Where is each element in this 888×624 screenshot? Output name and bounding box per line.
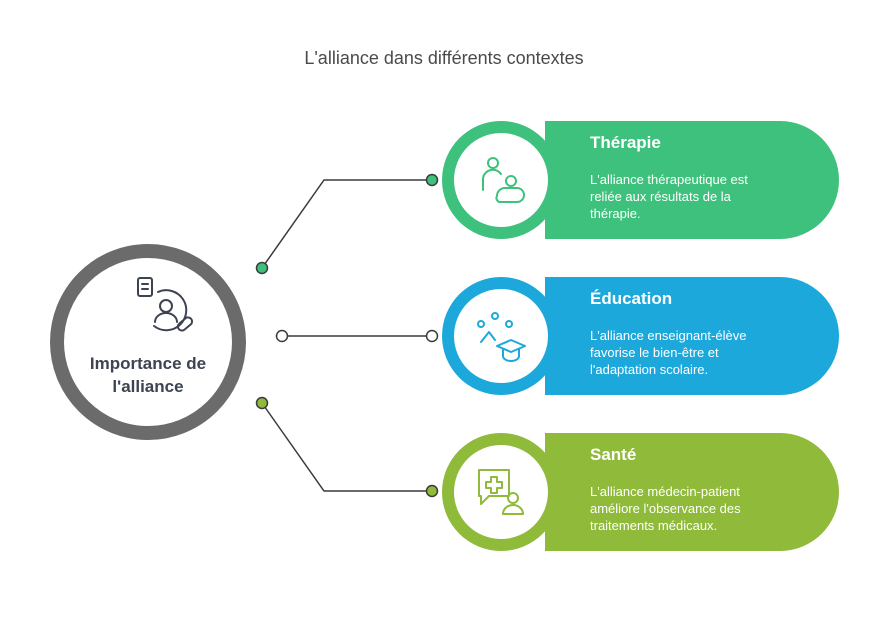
connector-dot-sante-start (255, 396, 269, 410)
card-desc-line: améliore l'observance des (590, 501, 741, 516)
therapist-patient-icon (482, 157, 525, 204)
connector-therapie (261, 179, 432, 269)
connector-dot-therapie-start (255, 261, 269, 275)
icon-ring-inner (454, 445, 548, 539)
card-title-sante: Santé (590, 445, 637, 464)
card-desc-line: favorise le bien-être et (590, 345, 719, 360)
card-desc-therapie: L'alliance thérapeutique est reliée aux … (590, 171, 790, 222)
icon-ring-inner (454, 289, 548, 383)
card-desc-line: traitements médicaux. (590, 518, 718, 533)
card-sante: Santé L'alliance médecin-patient amélior… (545, 433, 839, 551)
card-desc-line: L'alliance enseignant-élève (590, 328, 747, 343)
card-desc-line: L'alliance médecin-patient (590, 484, 740, 499)
card-desc-line: reliée aux résultats de la (590, 189, 731, 204)
hub-label: Importance de l'alliance (64, 352, 232, 398)
card-desc-sante: L'alliance médecin-patient améliore l'ob… (590, 483, 790, 534)
hub-label-line2: l'alliance (112, 377, 184, 396)
card-therapie: Thérapie L'alliance thérapeutique est re… (545, 121, 839, 239)
card-desc-line: l'adaptation scolaire. (590, 362, 709, 377)
icon-ring-inner (454, 133, 548, 227)
card-title-education: Éducation (590, 289, 673, 308)
card-desc-line: thérapie. (590, 206, 641, 221)
card-desc-line: L'alliance thérapeutique est (590, 172, 748, 187)
hub-circle: Importance de l'alliance (50, 244, 246, 440)
graduation-cap-icon (477, 312, 526, 362)
hub-label-line1: Importance de (89, 354, 207, 373)
diagram-title: L'alliance dans différents contextes (304, 48, 584, 68)
icon-ring-sante (442, 433, 560, 551)
card-education: Éducation L'alliance enseignant-élève fa… (545, 277, 839, 395)
connector-dot-education-start (275, 329, 289, 343)
connector-dot-education-end (425, 329, 439, 343)
icon-ring-education (442, 277, 560, 395)
connector-sante (261, 402, 432, 492)
medical-chat-icon (478, 469, 524, 515)
card-title-therapie: Thérapie (590, 133, 661, 152)
connector-dot-sante-end (425, 484, 439, 498)
connector-dot-therapie-end (425, 173, 439, 187)
card-desc-education: L'alliance enseignant-élève favorise le … (590, 327, 790, 378)
counseling-icon (137, 277, 194, 332)
icon-ring-therapie (442, 121, 560, 239)
